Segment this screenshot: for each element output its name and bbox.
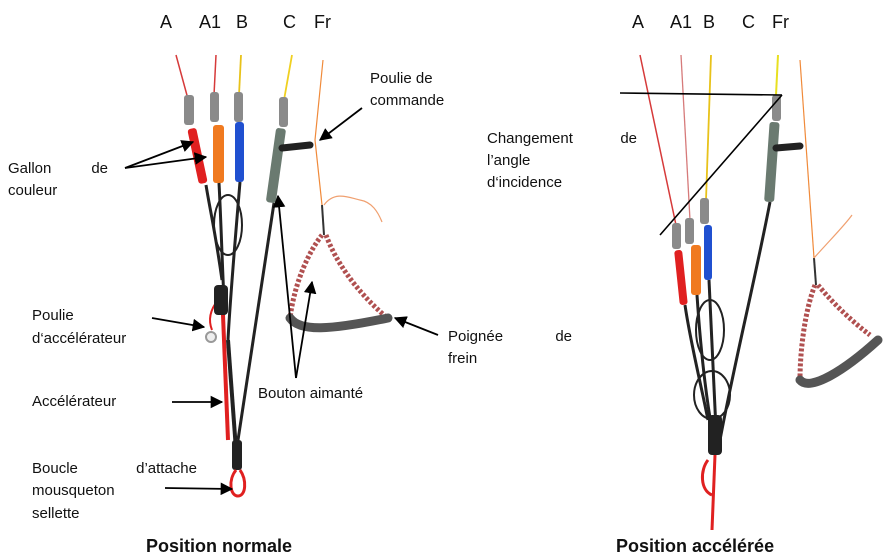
- gallon-line2: couleur: [8, 182, 57, 200]
- boucle-line2: mousqueton: [32, 482, 115, 500]
- changement-line1: Changement de: [487, 130, 637, 148]
- boucle-line1: Boucle d’attache: [32, 460, 197, 478]
- gallon-line1: Gallon de: [8, 160, 108, 178]
- left-riser-set: [176, 55, 388, 496]
- poulie-commande-line2: commande: [370, 92, 444, 110]
- poignee-word2: de: [555, 328, 572, 346]
- accelerateur-label: Accélérateur: [32, 393, 116, 411]
- poulie-commande-line1: Poulie de: [370, 70, 433, 88]
- right-header-a: A: [632, 12, 644, 32]
- poignee-line2: frein: [448, 350, 477, 368]
- reference-line: [620, 93, 782, 95]
- gallon-word1: Gallon: [8, 160, 51, 178]
- caption-accelerated: Position accélérée: [616, 536, 774, 556]
- left-header-fr: Fr: [314, 12, 331, 32]
- changement-line3: d‘incidence: [487, 174, 562, 192]
- left-header-a1: A1: [199, 12, 221, 32]
- right-header-a1: A1: [670, 12, 692, 32]
- changement-word2: de: [620, 130, 637, 148]
- left-header-c: C: [283, 12, 296, 32]
- annotation-arrows: [125, 108, 438, 489]
- changement-word1: Changement: [487, 130, 573, 148]
- boucle-word1: Boucle: [32, 460, 78, 478]
- poulie-acc-line2: d‘accélérateur: [32, 330, 126, 348]
- right-header-c: C: [742, 12, 755, 32]
- left-header-a: A: [160, 12, 172, 32]
- left-header-b: B: [236, 12, 248, 32]
- boucle-line3: sellette: [32, 505, 80, 523]
- poignee-word1: Poignée: [448, 328, 503, 346]
- poulie-acc-line1: Poulie: [32, 307, 74, 325]
- incidence-line: [660, 95, 782, 235]
- right-header-fr: Fr: [772, 12, 789, 32]
- caption-normal: Position normale: [146, 536, 292, 556]
- boucle-word2: d’attache: [136, 460, 197, 478]
- bouton-label: Bouton aimanté: [258, 385, 363, 403]
- gallon-word2: de: [91, 160, 108, 178]
- right-riser-set: [640, 55, 878, 530]
- poignee-line1: Poignée de: [448, 328, 572, 346]
- changement-line2: l’angle: [487, 152, 530, 170]
- right-header-b: B: [703, 12, 715, 32]
